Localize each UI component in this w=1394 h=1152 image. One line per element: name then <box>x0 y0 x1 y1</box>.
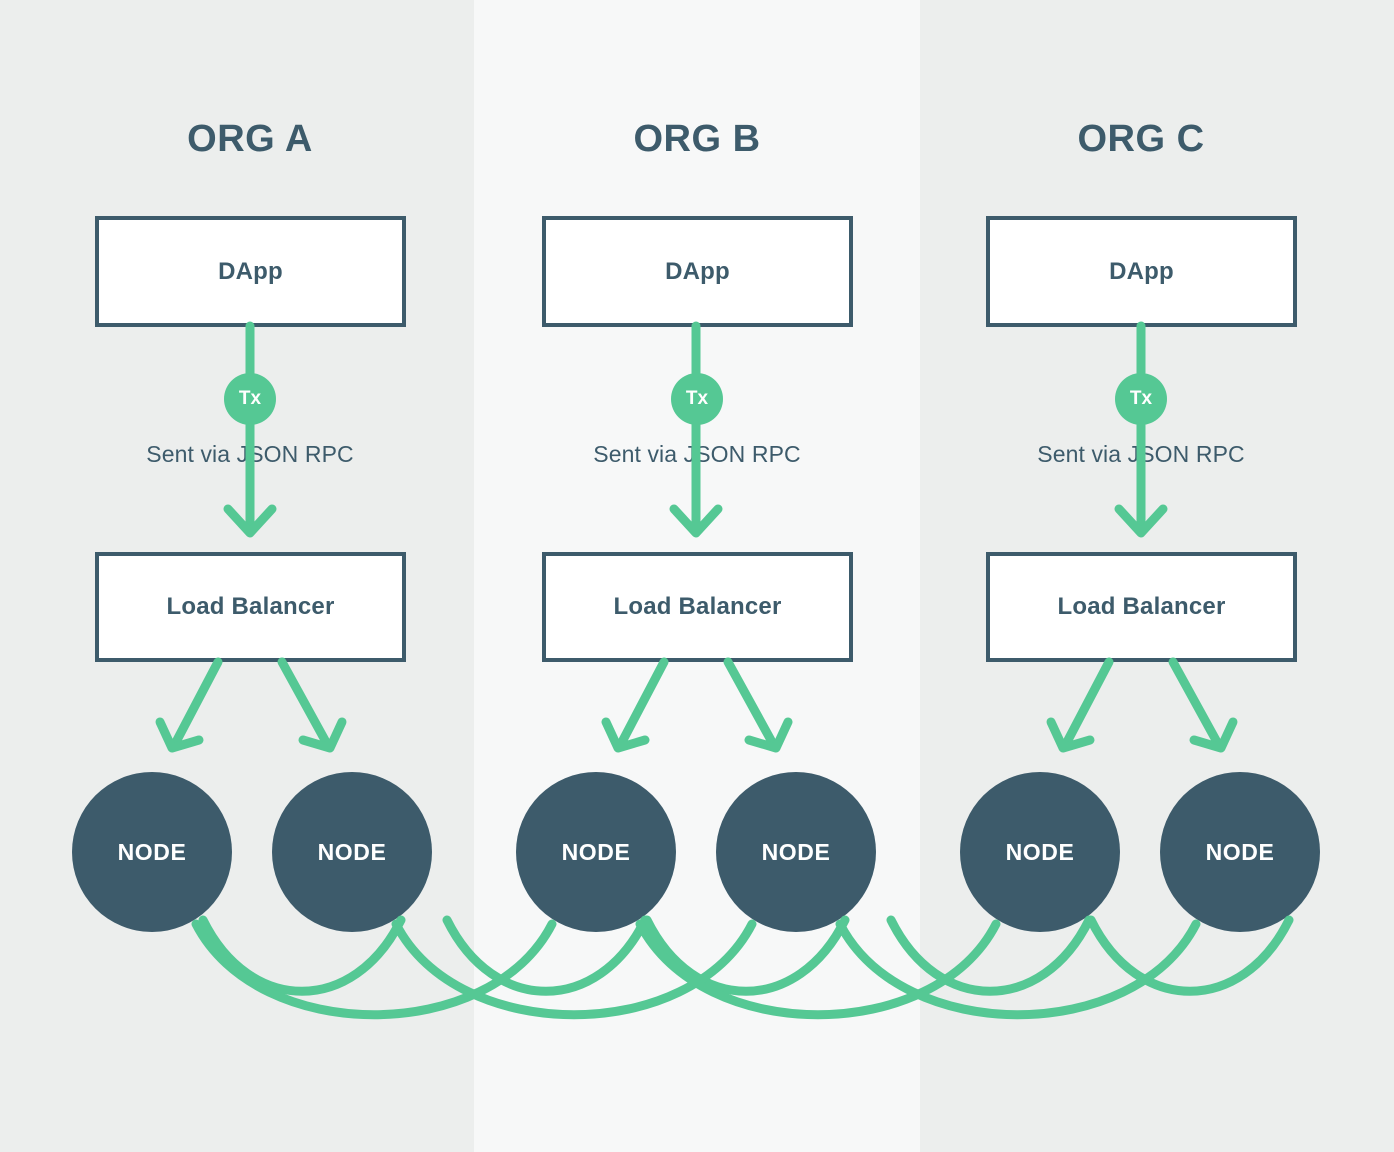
connector-lb-to-node-org-c-1 <box>1062 657 1114 747</box>
org-title-a: ORG A <box>187 118 313 160</box>
rpc-label-org-b: Sent via JSON RPC <box>593 441 801 467</box>
node-circle-org-c-2[interactable]: NODE <box>1160 772 1320 932</box>
dapp-box-org-a[interactable]: DApp <box>95 216 406 327</box>
load-balancer-box-org-c[interactable]: Load Balancer <box>986 552 1297 662</box>
tx-badge-org-c: Tx <box>1115 373 1167 425</box>
load-balancer-box-org-b[interactable]: Load Balancer <box>542 552 853 662</box>
tx-badge-org-b: Tx <box>671 373 723 425</box>
dapp-box-org-b[interactable]: DApp <box>542 216 853 327</box>
node-circle-org-b-2[interactable]: NODE <box>716 772 876 932</box>
arrowhead-lb-org-c <box>1114 504 1168 538</box>
peer-link-n5-n6 <box>886 915 1094 996</box>
arrowhead-node-org-a-1 <box>155 717 204 753</box>
peer-link-n1-n2 <box>198 915 406 996</box>
arrowhead-node-org-a-2 <box>298 717 347 753</box>
connector-lb-to-node-org-c-2 <box>1168 657 1222 747</box>
connector-lb-to-node-org-a-2 <box>277 657 331 747</box>
rpc-label-org-c: Sent via JSON RPC <box>1037 441 1245 467</box>
peer-link-n6-n7 <box>1086 915 1294 996</box>
tx-badge-org-a: Tx <box>224 373 276 425</box>
node-circle-org-b-1[interactable]: NODE <box>516 772 676 932</box>
org-title-b: ORG B <box>633 118 761 160</box>
arrowhead-node-org-c-2 <box>1189 717 1238 753</box>
org-title-c: ORG C <box>1077 118 1205 160</box>
connector-lb-to-node-org-a-1 <box>171 657 223 747</box>
dapp-box-org-c[interactable]: DApp <box>986 216 1297 327</box>
node-circle-org-c-1[interactable]: NODE <box>960 772 1120 932</box>
arrowhead-node-org-c-1 <box>1046 717 1095 753</box>
node-circle-org-a-1[interactable]: NODE <box>72 772 232 932</box>
load-balancer-box-org-a[interactable]: Load Balancer <box>95 552 406 662</box>
node-circle-org-a-2[interactable]: NODE <box>272 772 432 932</box>
rpc-label-org-a: Sent via JSON RPC <box>146 441 354 467</box>
arrowhead-lb-org-a <box>223 504 277 538</box>
